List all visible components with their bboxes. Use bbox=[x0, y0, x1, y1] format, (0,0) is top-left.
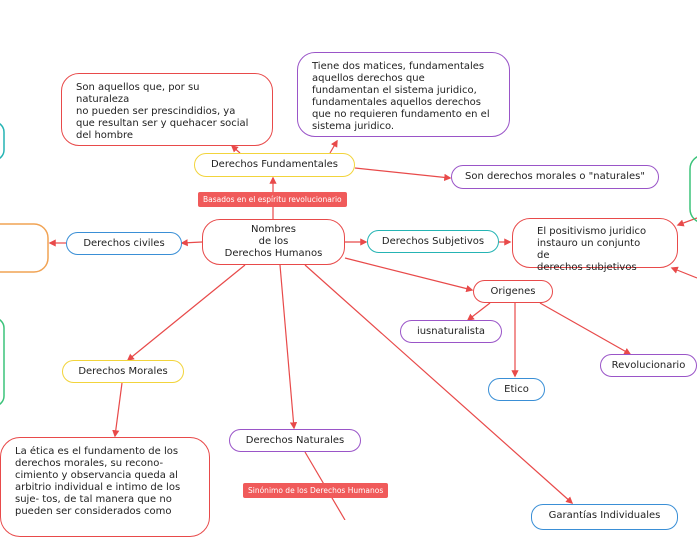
node-garantias-individuales[interactable]: Garantías Individuales bbox=[531, 504, 678, 530]
node-matices[interactable]: Tiene dos matices, fundamentales aquello… bbox=[297, 52, 510, 137]
edge-central-naturales bbox=[279, 264, 298, 430]
edge-central-morales bbox=[126, 264, 246, 361]
edge-morales-etica bbox=[112, 382, 123, 438]
offscreen-box-left-top bbox=[0, 123, 5, 159]
edge-central-origenes bbox=[344, 257, 474, 293]
offscreen-box-right-top bbox=[689, 156, 697, 222]
offscreen-box-left-mid bbox=[0, 223, 49, 273]
central-node[interactable]: Nombres de los Derechos Humanos bbox=[202, 219, 345, 265]
edge-origenes-iusnaturalista bbox=[466, 302, 491, 321]
edge-fundamentales-def bbox=[230, 145, 241, 154]
offscreen-box-left-low bbox=[0, 319, 5, 405]
node-etica[interactable]: La ética es el fundamento de los derecho… bbox=[0, 437, 210, 537]
node-origenes[interactable]: Origenes bbox=[473, 280, 553, 303]
node-positivismo[interactable]: El positivismo juridico instauro un conj… bbox=[512, 218, 678, 273]
node-morales-naturales[interactable]: Son derechos morales o "naturales" bbox=[451, 165, 659, 189]
node-derechos-civiles[interactable]: Derechos civiles bbox=[66, 232, 182, 255]
tag-basados: Basados en el espíritu revolucionario bbox=[198, 192, 347, 207]
edge-central-garantias bbox=[304, 264, 574, 504]
edge-right-to-positivismo-bottom bbox=[670, 266, 697, 279]
node-derechos-morales[interactable]: Derechos Morales bbox=[62, 360, 184, 383]
tag-sinonimo: Sinónimo de los Derechos Humanos bbox=[243, 483, 389, 498]
node-etico[interactable]: Etico bbox=[488, 378, 545, 401]
node-derechos-fundamentales[interactable]: Derechos Fundamentales bbox=[194, 153, 355, 177]
node-derechos-subjetivos[interactable]: Derechos Subjetivos bbox=[367, 230, 499, 253]
edge-fundamentales-morales-naturales bbox=[354, 167, 452, 181]
node-iusnaturalista[interactable]: iusnaturalista bbox=[400, 320, 502, 343]
node-fundamentales-definicion[interactable]: Son aquellos que, por su naturaleza no p… bbox=[61, 73, 273, 146]
node-revolucionario[interactable]: Revolucionario bbox=[600, 354, 697, 377]
connector-lines bbox=[0, 123, 697, 520]
node-derechos-naturales[interactable]: Derechos Naturales bbox=[229, 429, 361, 452]
edge-origenes-revolucionario bbox=[539, 302, 632, 355]
edge-fundamentales-matices bbox=[329, 139, 338, 154]
edge-central-civiles bbox=[180, 239, 203, 247]
